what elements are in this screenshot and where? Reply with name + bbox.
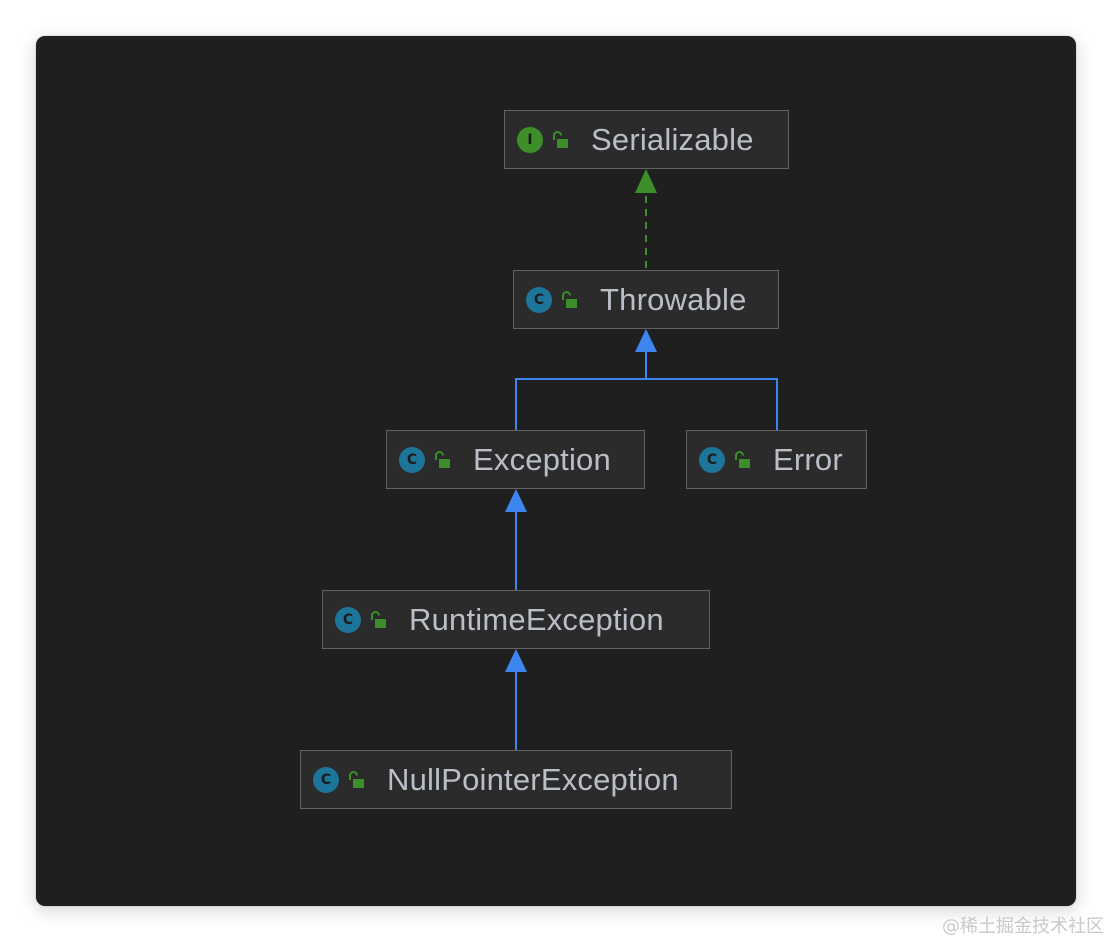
unlocked-public-icon	[349, 771, 364, 788]
interface-icon: I	[517, 127, 543, 153]
node-label: Serializable	[591, 122, 754, 157]
node-label: Throwable	[600, 282, 747, 317]
unlocked-public-icon	[553, 131, 568, 148]
node-label: RuntimeException	[409, 602, 664, 637]
node-label: Exception	[473, 442, 611, 477]
class-icon: C	[526, 287, 552, 313]
node-label: NullPointerException	[387, 762, 679, 797]
unlocked-public-icon	[371, 611, 386, 628]
node-serializable[interactable]: I Serializable	[504, 110, 789, 169]
node-nullpointerexception[interactable]: C NullPointerException	[300, 750, 732, 809]
class-icon: C	[335, 607, 361, 633]
node-runtimeexception[interactable]: C RuntimeException	[322, 590, 710, 649]
node-exception[interactable]: C Exception	[386, 430, 645, 489]
watermark: @稀土掘金技术社区	[942, 916, 1104, 937]
node-error[interactable]: C Error	[686, 430, 867, 489]
node-throwable[interactable]: C Throwable	[513, 270, 779, 329]
class-icon: C	[699, 447, 725, 473]
class-icon: C	[399, 447, 425, 473]
unlocked-public-icon	[735, 451, 750, 468]
node-label: Error	[773, 442, 843, 477]
class-icon: C	[313, 767, 339, 793]
unlocked-public-icon	[562, 291, 577, 308]
unlocked-public-icon	[435, 451, 450, 468]
